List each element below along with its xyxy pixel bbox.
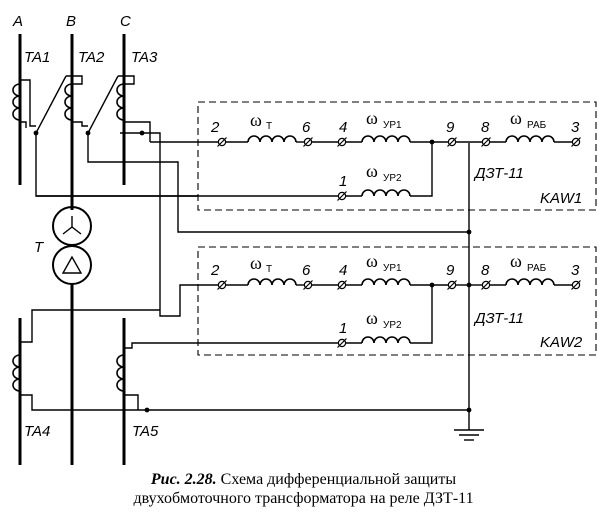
kaw2-type-label: ДЗТ-11 [473,310,524,327]
ta3-coil [116,83,125,121]
kaw2-term-6: 6 [302,262,311,279]
phase-c-label: C [120,13,131,30]
kaw2-term-3: 3 [571,262,580,279]
ground-icon [454,429,484,441]
wye-symbol [62,216,82,235]
bottom-ct-wiring [20,309,469,413]
kaw2-wt-coil [247,278,297,286]
kaw2-term-1: 1 [339,320,347,337]
kaw2-wur1-label: ω [366,251,378,271]
kaw1-id-label: KAW1 [540,190,582,207]
kaw2-wrab-sub: РАБ [527,263,547,274]
kaw2-wur1-sub: УР1 [383,263,402,274]
differential-protection-scheme: A B C TA1 TA2 TA3 [12,13,597,465]
phase-a-label: A [12,13,23,30]
kaw2-wur1-coil [361,278,411,286]
kaw1-wur1-label: ω [366,108,378,128]
ta4-label: TA4 [24,423,50,440]
ta4-coil [12,354,21,392]
kaw2-term-4: 4 [339,262,347,279]
kaw1-wur1-coil [361,135,411,143]
kaw1-wur2-label: ω [366,161,378,181]
ta5-coil [116,354,125,392]
kaw1-wt-sub: Т [266,121,272,132]
power-transformer [52,185,92,465]
kaw2-wur2-sub: УР2 [383,320,402,331]
delta-symbol [61,255,83,274]
top-ct-leads [35,132,469,317]
kaw1-term-6: 6 [302,119,311,136]
relay-kaw2: 2 6 4 9 8 3 1 ω Т ω УР1 ω РАБ ω УР2 ДЗТ-… [196,246,597,356]
kaw2-wrab-coil [505,278,555,286]
ta2-label: TA2 [78,49,105,66]
kaw2-wt-sub: Т [266,264,272,275]
kaw1-wur2-sub: УР2 [383,173,402,184]
ta3-label: TA3 [131,49,158,66]
kaw2-wur2-coil [361,336,411,344]
ta1-label: TA1 [24,49,50,66]
kaw1-term-3: 3 [571,119,580,136]
kaw1-wt-label: ω [250,110,262,130]
figure-caption-line2: двухобмоточного трансформатора на реле Д… [133,490,474,507]
kaw2-id-label: KAW2 [540,334,583,351]
relay-kaw1: 2 6 4 9 8 3 1 ω Т ω УР1 ω РАБ ω УР2 ДЗТ-… [36,101,597,211]
kaw2-term-2: 2 [210,262,220,279]
kaw2-term-9: 9 [446,262,455,279]
kaw1-wrab-label: ω [510,108,522,128]
ta5-label: TA5 [132,423,159,440]
top-ct-delta-wiring [20,75,151,142]
kaw1-term-9: 9 [446,119,455,136]
kaw1-type-label: ДЗТ-11 [473,165,524,182]
kaw2-term-8: 8 [481,262,490,279]
kaw1-term-4: 4 [339,119,347,136]
phase-b-label: B [66,13,76,30]
figure-title-part1: Схема дифференциальной защиты [220,471,457,488]
kaw1-wur2-coil [361,189,411,197]
kaw1-term-1: 1 [339,173,347,190]
kaw2-wt-label: ω [250,253,262,273]
ta1-coil [12,83,21,121]
transformer-label: T [34,239,45,256]
relay-kaw2-box [197,246,597,356]
kaw1-wrab-sub: РАБ [527,120,547,131]
relay-kaw1-box [197,101,597,211]
figure-caption-line1: Рис. 2.28. Схема дифференциальной защиты [0,470,607,489]
kaw2-wrab-label: ω [510,251,522,271]
kaw1-wt-coil [247,135,297,143]
figure-number: Рис. 2.28. [150,471,217,488]
ta2-coil [64,83,73,121]
kaw1-term-2: 2 [210,119,220,136]
kaw1-wrab-coil [505,135,555,143]
kaw2-wur2-label: ω [366,308,378,328]
kaw1-wur1-sub: УР1 [383,120,402,131]
kaw1-term-8: 8 [481,119,490,136]
